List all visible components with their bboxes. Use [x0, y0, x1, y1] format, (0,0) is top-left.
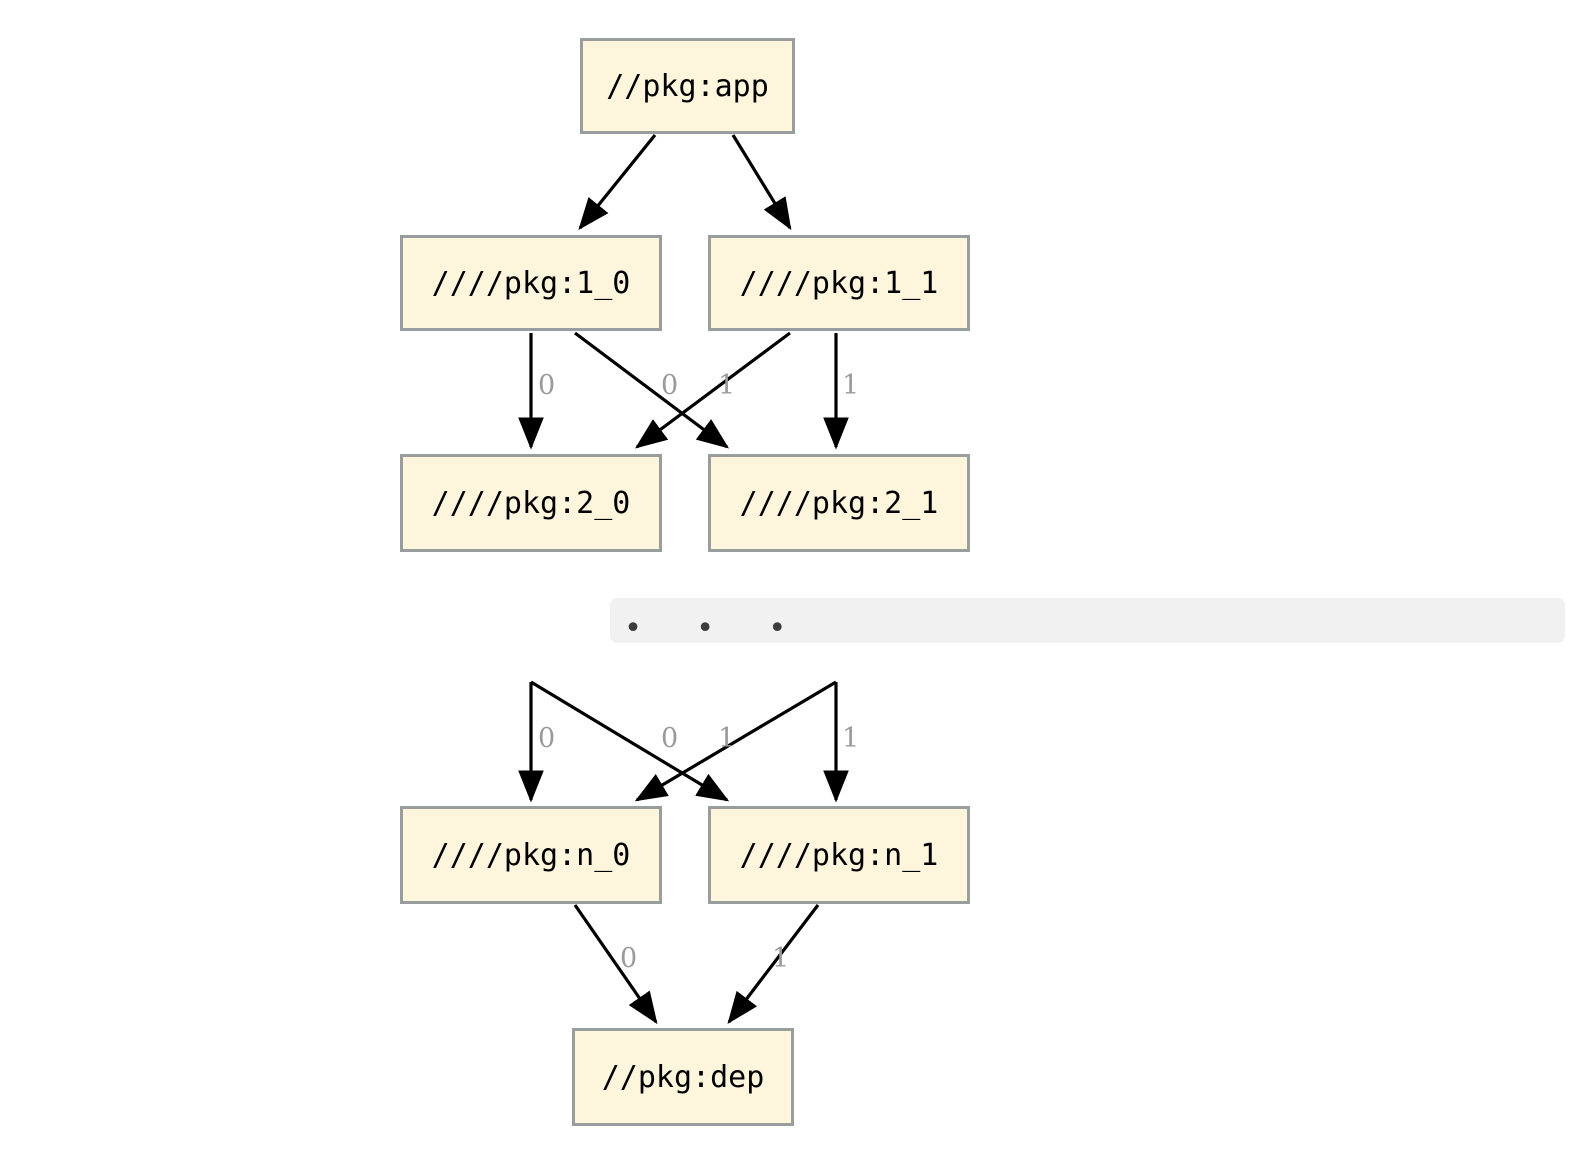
graph-node-label: //pkg:dep [601, 1059, 765, 1095]
graph-node-1_1[interactable]: ////pkg:1_1 [708, 235, 970, 331]
graph-edge [634, 680, 837, 802]
graph-node-label: ////pkg:2_0 [431, 485, 631, 521]
graph-edge [727, 904, 820, 1025]
graph-node-label: //pkg:app [606, 68, 769, 104]
graph-edge-label: 0 [661, 370, 679, 401]
graph-edge [573, 904, 658, 1025]
ellipsis-separator-band: • • • [610, 598, 1565, 643]
graph-edge-label: 1 [718, 723, 736, 754]
graph-node-label: ////pkg:1_1 [739, 265, 939, 301]
ellipsis-dots: • • • [624, 610, 805, 646]
graph-edge [530, 680, 730, 802]
graph-edge-label: 0 [661, 723, 679, 754]
graph-node-1_0[interactable]: ////pkg:1_0 [400, 235, 662, 331]
graph-edge-label: 0 [538, 370, 556, 401]
graph-edge [574, 331, 730, 449]
graph-node-n_0[interactable]: ////pkg:n_0 [400, 806, 662, 904]
graph-edge [634, 331, 791, 449]
graph-edge-label: 1 [772, 943, 790, 974]
graph-node-label: ////pkg:n_1 [739, 837, 939, 873]
graph-edge-label: 1 [842, 723, 860, 754]
graph-edge-label: 0 [620, 943, 638, 974]
graph-edge-label: 1 [718, 370, 736, 401]
graph-edge [731, 134, 792, 231]
graph-node-dep[interactable]: //pkg:dep [572, 1028, 794, 1126]
graph-node-label: ////pkg:2_1 [739, 485, 939, 521]
graph-node-n_1[interactable]: ////pkg:n_1 [708, 806, 970, 904]
graph-node-label: ////pkg:n_0 [431, 837, 631, 873]
graph-node-label: ////pkg:1_0 [431, 265, 631, 301]
graph-edge-label: 0 [538, 723, 556, 754]
graph-node-app[interactable]: //pkg:app [580, 38, 795, 134]
graph-edge-label: 1 [842, 370, 860, 401]
graph-node-2_1[interactable]: ////pkg:2_1 [708, 454, 970, 552]
graph-edge [578, 133, 657, 230]
edges-group [518, 133, 849, 1025]
graph-node-2_0[interactable]: ////pkg:2_0 [400, 454, 662, 552]
